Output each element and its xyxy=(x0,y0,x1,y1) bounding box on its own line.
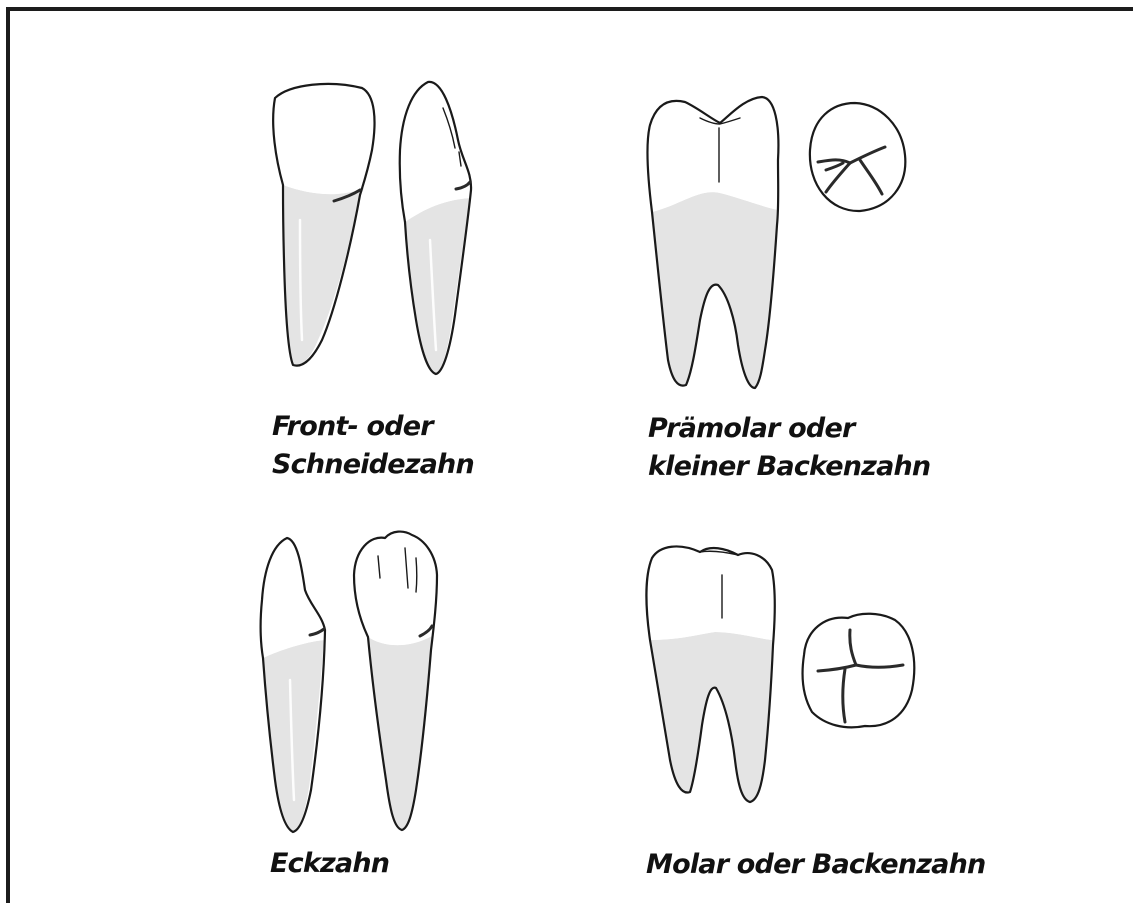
canine-side-view xyxy=(261,538,325,832)
molar-side-view xyxy=(646,546,774,802)
molar-occlusal-view xyxy=(803,614,915,728)
incisor-front-view xyxy=(273,84,374,366)
canine-caption: Eckzahn xyxy=(270,845,389,883)
premolar-caption: Prämolar oder kleiner Backenzahn xyxy=(648,410,930,486)
premolar-caption-line1: Prämolar oder xyxy=(648,410,930,448)
incisor-side-view xyxy=(400,82,471,374)
incisor-caption-line2: Schneidezahn xyxy=(272,446,474,484)
canine-caption-text: Eckzahn xyxy=(270,845,389,883)
canine-front-view xyxy=(354,532,437,830)
incisor-caption: Front- oder Schneidezahn xyxy=(272,408,474,484)
molar-caption: Molar oder Backenzahn xyxy=(646,846,985,884)
incisor-caption-line1: Front- oder xyxy=(272,408,474,446)
molar-caption-text: Molar oder Backenzahn xyxy=(646,846,985,884)
premolar-side-view xyxy=(647,97,778,388)
premolar-caption-line2: kleiner Backenzahn xyxy=(648,448,930,486)
premolar-occlusal-view xyxy=(810,103,905,211)
